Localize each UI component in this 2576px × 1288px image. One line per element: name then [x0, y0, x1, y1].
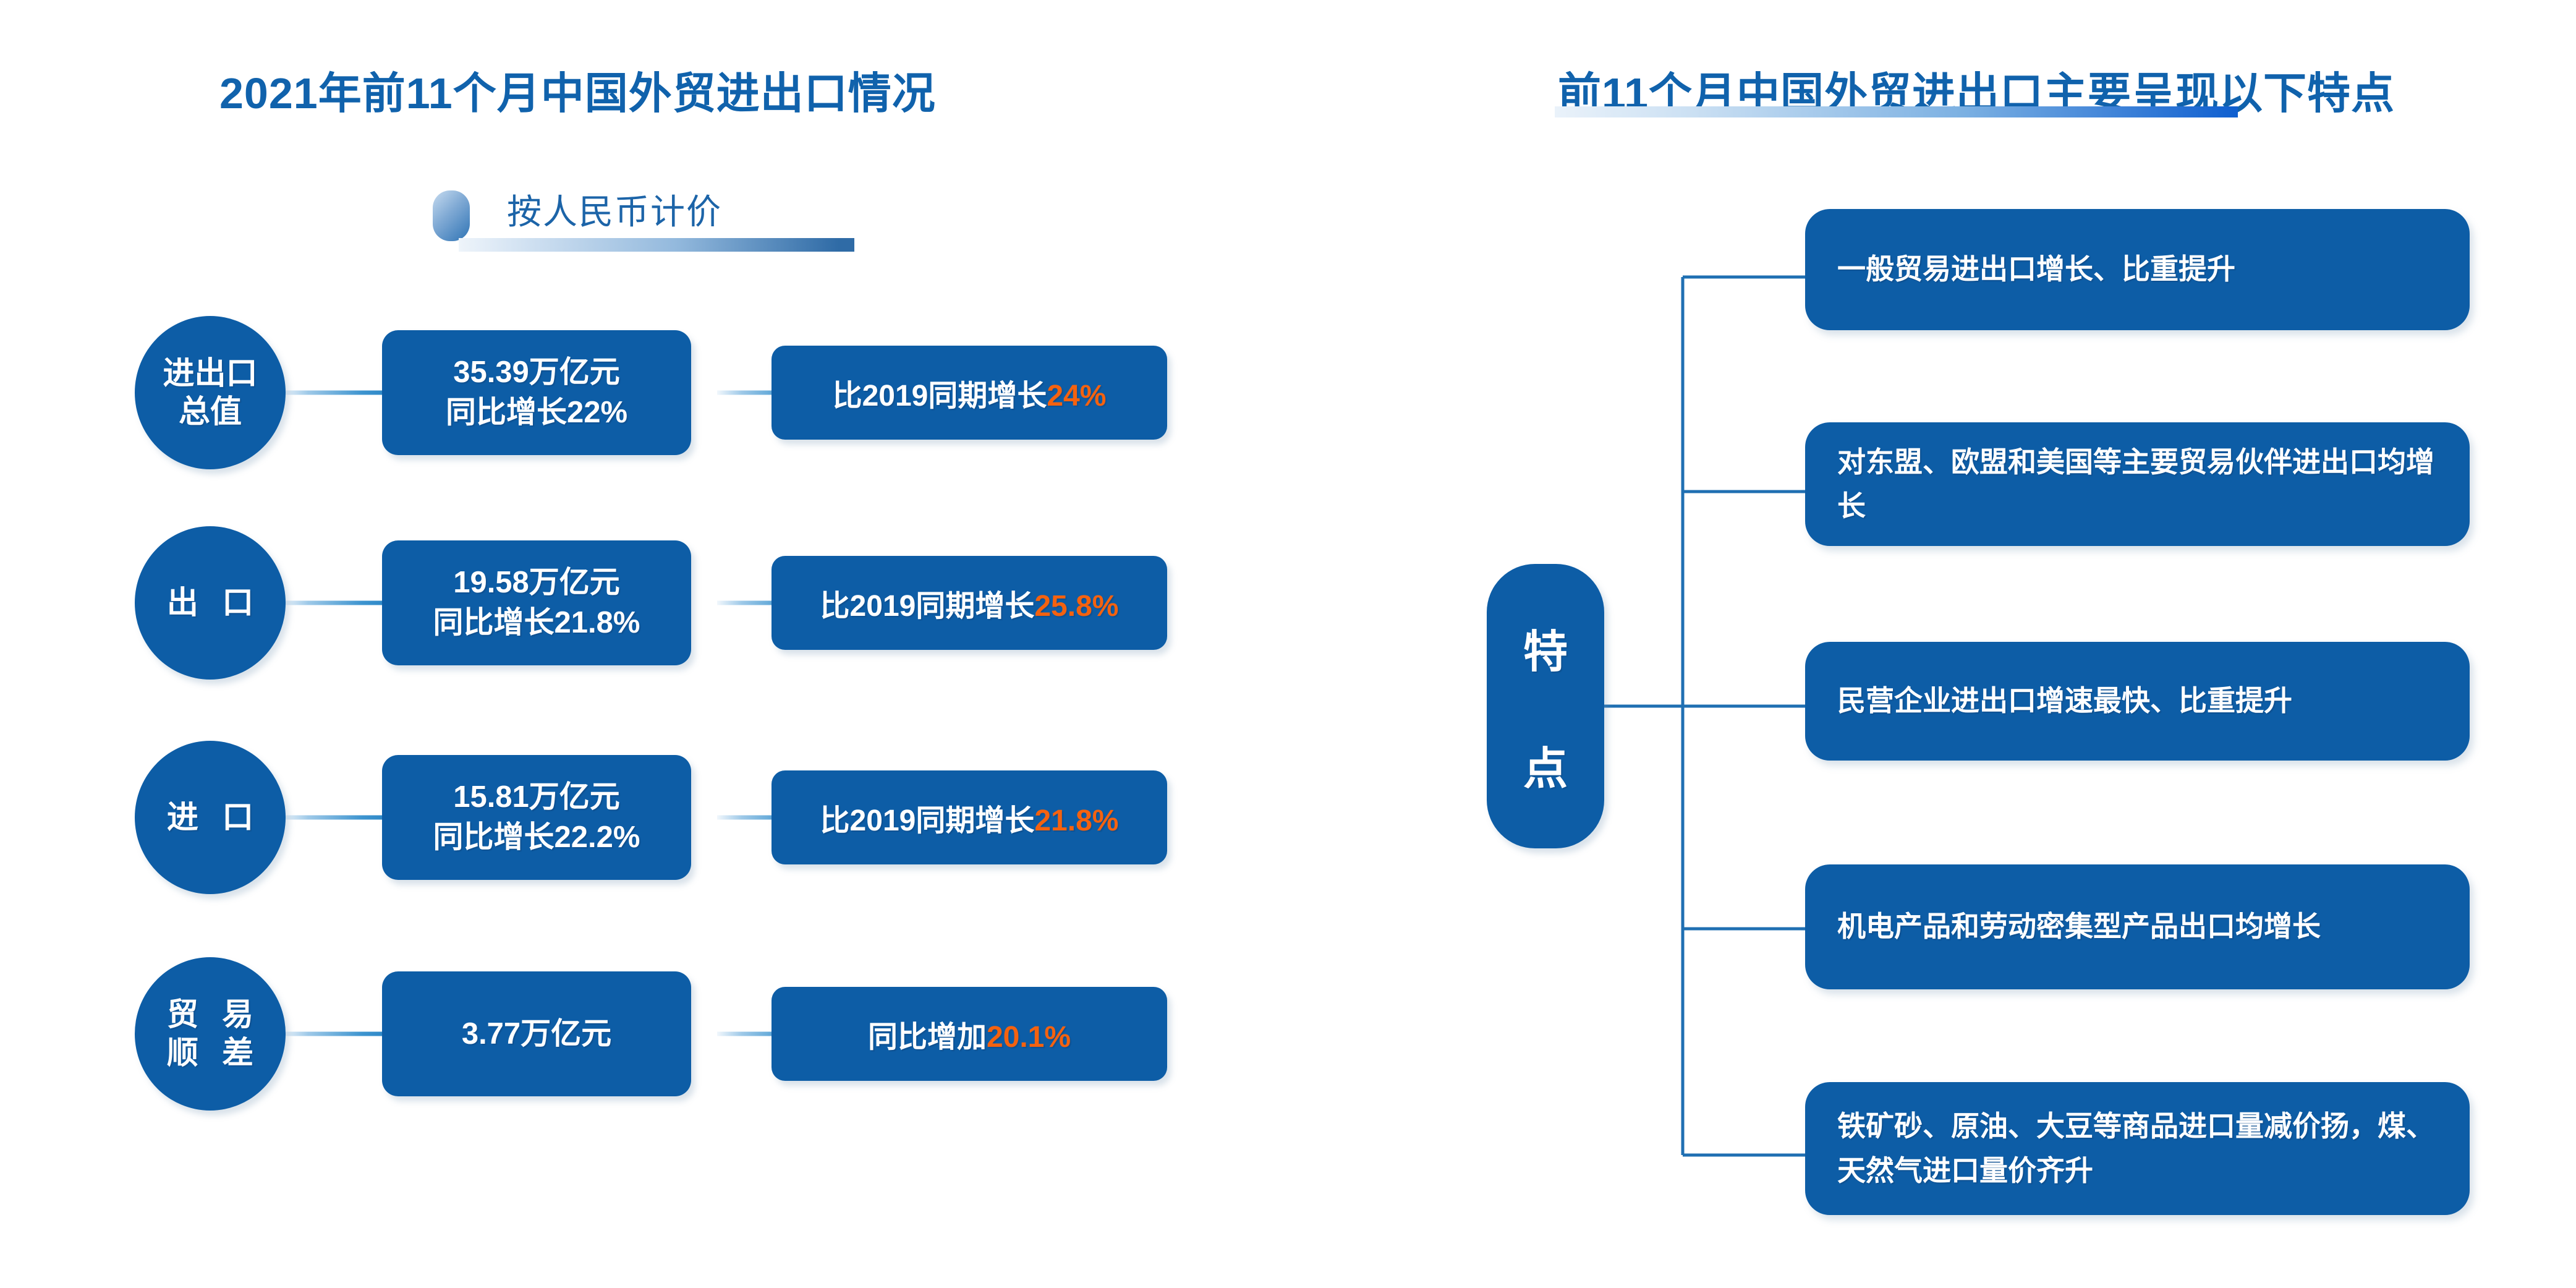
metric-value-amount: 19.58万亿元: [453, 566, 620, 600]
metric-label-line-2: 顺 差: [166, 1035, 261, 1070]
feature-item-label: 机电产品和劳动密集型产品出口均增长: [1837, 910, 2321, 943]
pill-badge-icon: [433, 190, 470, 241]
metric-value-growth: 同比增长22.2%: [433, 817, 640, 858]
left-page-title: 2021年前11个月中国外贸进出口情况: [219, 69, 936, 117]
connector-line-left: [281, 815, 389, 820]
feature-item-label: 一般贸易进出口增长、比重提升: [1837, 253, 2235, 286]
feature-item-label: 对东盟、欧盟和美国等主要贸易伙伴进出口均增长: [1837, 445, 2434, 522]
metric-row: 进出口 总值 35.39万亿元 同比增长22% 比2019同期增长24%: [0, 312, 1298, 473]
metric-compare-box[interactable]: 比2019同期增长21.8%: [772, 770, 1167, 864]
metric-compare-value: 20.1%: [986, 1021, 1071, 1054]
metric-value-growth: 同比增长22%: [446, 393, 627, 433]
metric-compare-value: 24%: [1047, 380, 1107, 412]
metric-value-amount: 3.77万亿元: [461, 1017, 612, 1051]
feature-item-label: 铁矿砂、原油、大豆等商品进口量减价扬，煤、天然气进口量价齐升: [1837, 1110, 2434, 1187]
metric-compare-value: 25.8%: [1034, 590, 1119, 623]
metric-compare-text: 比2019同期增长25.8%: [820, 581, 1119, 625]
metric-value-growth: 同比增长21.8%: [433, 603, 640, 643]
metric-row: 贸 易 顺 差 3.77万亿元 同比增加20.1%: [0, 953, 1298, 1114]
left-subtitle-group: 按人民币计价: [433, 184, 854, 258]
connector-line-right: [717, 815, 816, 820]
metric-growth-value: 22%: [566, 396, 628, 429]
metric-label-node[interactable]: 进出口 总值: [135, 316, 286, 469]
metric-compare-box[interactable]: 同比增加20.1%: [772, 987, 1167, 1081]
metric-growth-value: 21.8%: [554, 606, 640, 639]
metric-label-node[interactable]: 进 口: [135, 741, 286, 894]
metric-compare-prefix: 比2019同期增长: [820, 804, 1035, 837]
metric-value-box[interactable]: 3.77万亿元: [382, 971, 691, 1096]
left-panel: 2021年前11个月中国外贸进出口情况 按人民币计价 进出口 总值 35.39万…: [0, 69, 1298, 1114]
metric-growth-prefix: 同比增长: [445, 396, 567, 429]
metric-compare-prefix: 比2019同期增长: [820, 590, 1035, 623]
metric-compare-text: 比2019同期增长21.8%: [820, 796, 1119, 839]
connector-line-right: [717, 1031, 816, 1036]
connector-line-left: [281, 600, 389, 605]
feature-item[interactable]: 机电产品和劳动密集型产品出口均增长: [1805, 864, 2470, 989]
bracket-tree-connector: [1604, 275, 1808, 1157]
metric-compare-prefix: 比2019同期增长: [832, 380, 1047, 412]
metric-row: 出 口 19.58万亿元 同比增长21.8% 比2019同期增长25.8%: [0, 522, 1298, 683]
metric-growth-prefix: 同比增长: [433, 821, 555, 854]
metric-value-box[interactable]: 35.39万亿元 同比增长22%: [382, 330, 691, 455]
metric-growth-value: 22.2%: [554, 821, 640, 854]
metric-label-line-1: 贸 易: [166, 996, 261, 1032]
metric-label-node[interactable]: 出 口: [135, 526, 286, 680]
feature-root-node[interactable]: 特 点: [1487, 564, 1604, 848]
feature-root-char-1: 特: [1523, 628, 1568, 678]
metric-label-line-1: 出 口: [166, 584, 261, 620]
feature-item-label: 民营企业进出口增速最快、比重提升: [1837, 685, 2292, 717]
feature-item[interactable]: 一般贸易进出口增长、比重提升: [1805, 209, 2470, 330]
feature-item[interactable]: 铁矿砂、原油、大豆等商品进口量减价扬，煤、天然气进口量价齐升: [1805, 1082, 2470, 1215]
metric-value-box[interactable]: 19.58万亿元 同比增长21.8%: [382, 540, 691, 665]
metric-growth-prefix: 同比增长: [433, 606, 555, 639]
feature-item[interactable]: 对东盟、欧盟和美国等主要贸易伙伴进出口均增长: [1805, 422, 2470, 546]
connector-line-right: [717, 600, 816, 605]
connector-line-right: [717, 390, 816, 395]
metric-compare-box[interactable]: 比2019同期增长24%: [772, 346, 1167, 440]
right-title-underline-bar: [1555, 106, 2238, 117]
metric-label-line-1: 进 口: [166, 799, 261, 835]
left-subtitle-label: 按人民币计价: [507, 192, 722, 231]
metric-value-amount: 35.39万亿元: [453, 356, 620, 390]
metric-compare-prefix: 同比增加: [867, 1021, 987, 1054]
metric-compare-text: 同比增加20.1%: [868, 1012, 1071, 1056]
metric-label-node[interactable]: 贸 易 顺 差: [135, 957, 286, 1111]
subtitle-underline-bar: [459, 238, 854, 252]
connector-line-left: [281, 390, 389, 395]
metric-value-box[interactable]: 15.81万亿元 同比增长22.2%: [382, 755, 691, 880]
connector-line-left: [281, 1031, 389, 1036]
metric-label-line-1: 进出口: [163, 355, 258, 391]
metric-compare-text: 比2019同期增长24%: [833, 371, 1107, 414]
metric-row: 进 口 15.81万亿元 同比增长22.2% 比2019同期增长21.8%: [0, 737, 1298, 898]
metric-compare-value: 21.8%: [1034, 804, 1119, 837]
feature-item[interactable]: 民营企业进出口增速最快、比重提升: [1805, 642, 2470, 761]
feature-root-char-2: 点: [1523, 744, 1568, 794]
metric-label-line-2: 总值: [178, 394, 242, 429]
metric-compare-box[interactable]: 比2019同期增长25.8%: [772, 556, 1167, 650]
metric-value-amount: 15.81万亿元: [453, 780, 620, 814]
